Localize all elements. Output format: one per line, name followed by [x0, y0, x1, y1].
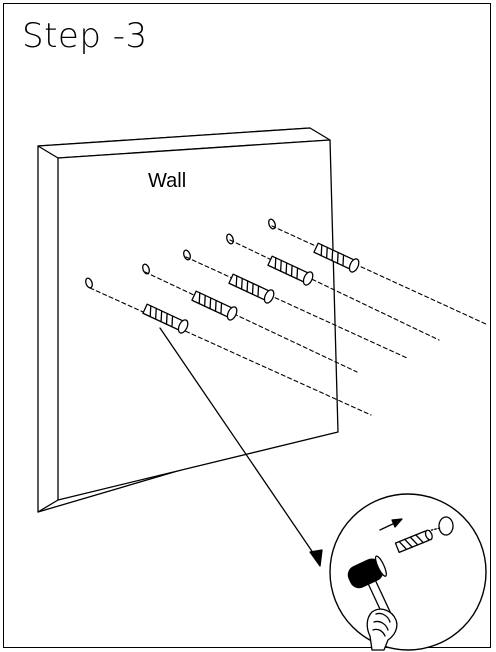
drill-hole-icon	[226, 233, 234, 245]
wall-panel	[37, 127, 339, 513]
wall-anchors	[142, 242, 360, 334]
drill-hole-icon	[183, 249, 191, 261]
callout-arrow	[159, 327, 323, 567]
drill-hole-icon	[268, 218, 276, 230]
drill-hole-icon	[85, 277, 93, 289]
drill-hole-icon	[438, 516, 454, 536]
wall-anchor-icon	[142, 303, 189, 334]
wall-anchor-icon	[394, 529, 433, 554]
wall-anchor-icon	[313, 242, 360, 273]
magnify-circle	[329, 493, 487, 651]
wall-anchor-icon	[267, 255, 314, 286]
guide-lines	[89, 225, 489, 416]
hand-icon	[366, 608, 398, 651]
wall-label: Wall	[148, 170, 187, 192]
wall-anchor-icon	[228, 273, 275, 304]
drill-hole-icon	[142, 263, 150, 275]
drill-holes	[85, 218, 276, 289]
step-title: Step -3	[22, 16, 148, 56]
wall-anchor-icon	[191, 290, 238, 321]
